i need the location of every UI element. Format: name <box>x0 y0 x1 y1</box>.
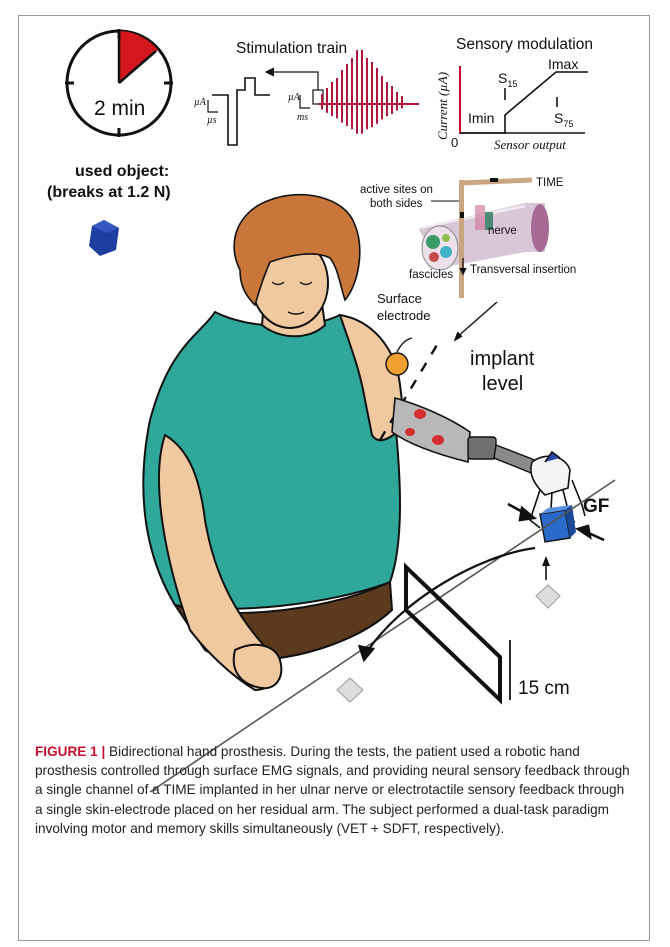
stim-x-unit: µs <box>207 115 217 126</box>
target-position-marker <box>337 678 363 702</box>
barrier <box>406 567 500 700</box>
stim-y-unit2: µA <box>288 92 301 103</box>
implant-label-1: implant <box>470 348 535 370</box>
object-cube-icon <box>89 220 119 256</box>
active-sites-label-2: both sides <box>370 198 423 210</box>
pulse-scale-bar <box>208 100 218 112</box>
imin-label: Imin <box>468 110 494 126</box>
biphasic-pulse <box>212 78 270 145</box>
stimulation-train-waveform <box>318 50 419 134</box>
train-scale-bar <box>300 95 310 108</box>
transversal-label: Transversal insertion <box>470 264 576 276</box>
distance-label: 15 cm <box>518 678 570 699</box>
imax-label: Imax <box>548 56 578 72</box>
object-label-1: used object: <box>75 163 169 180</box>
stim-y-unit: µA <box>194 97 207 108</box>
s15-label: S15 <box>498 70 517 89</box>
stimulation-title: Stimulation train <box>236 40 347 57</box>
caption-text: Bidirectional hand prosthesis. During th… <box>35 744 630 836</box>
patient-figure <box>143 195 405 690</box>
prosthesis-arm <box>392 398 540 475</box>
x-axis-label: Sensor output <box>494 137 566 152</box>
clock-icon <box>65 29 173 137</box>
surface-electrode-label-2: electrode <box>377 308 430 323</box>
caption-label: FIGURE 1 | <box>35 744 105 759</box>
nerve-label: nerve <box>488 225 517 237</box>
s75-label: S75 <box>554 110 573 129</box>
time-label: TIME <box>536 177 564 189</box>
sensory-title: Sensory modulation <box>456 36 593 53</box>
implant-pointer <box>455 302 497 340</box>
clock-text: 2 min <box>94 97 145 120</box>
implant-label-2: level <box>482 373 523 395</box>
object-label-2: (breaks at 1.2 N) <box>47 184 171 201</box>
stim-x-unit2: ms <box>297 112 308 123</box>
origin-label: 0 <box>451 135 458 150</box>
figure-caption: FIGURE 1 | Bidirectional hand prosthesis… <box>35 742 635 838</box>
fascicles-label: fascicles <box>409 269 453 281</box>
active-sites-label-1: active sites on <box>360 184 433 196</box>
surface-electrode-label-1: Surface <box>377 291 422 306</box>
surface-electrode-icon <box>386 338 412 375</box>
start-position-marker <box>536 556 560 608</box>
y-axis-label: Current (µA) <box>435 72 450 140</box>
